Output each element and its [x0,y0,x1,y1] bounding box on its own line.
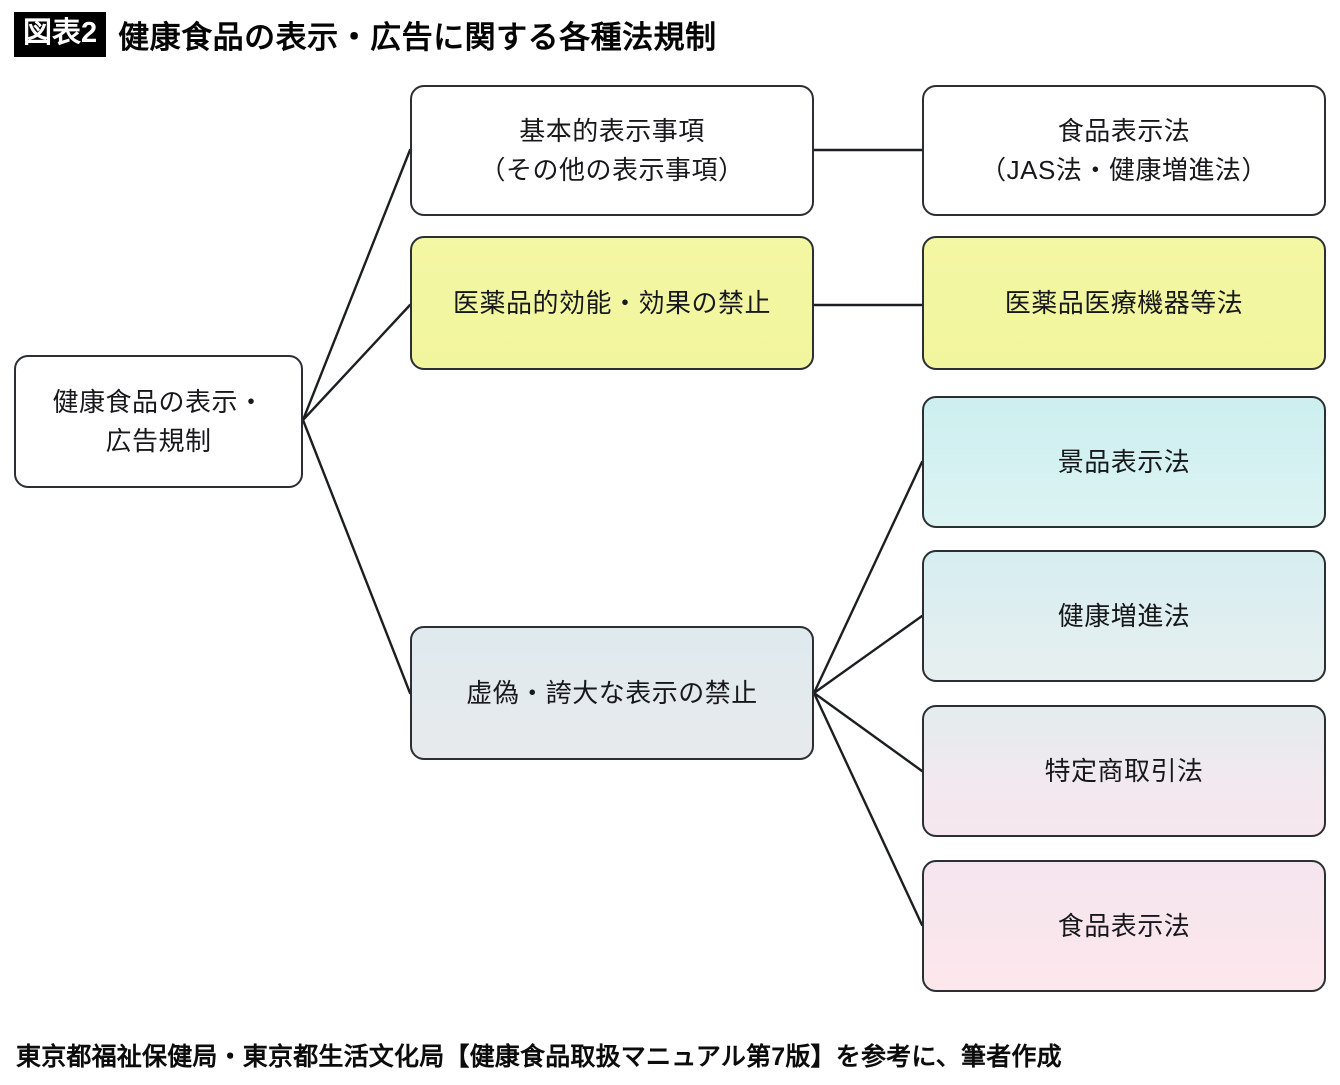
page-title: 図表2 健康食品の表示・広告に関する各種法規制 [14,11,717,57]
edge-root-to-false-exaggerated-ban [301,418,412,695]
edge-root-to-pharma-efficacy-ban [301,303,412,422]
node-pharma-efficacy-ban-label: 医薬品的効能・効果の禁止 [452,287,771,318]
node-health-promotion-act-label: 健康増進法 [1057,600,1191,631]
node-premiums-labeling-act-label: 景品表示法 [1057,446,1191,477]
edge-false-to-specified-commercial-transactions-act [812,691,924,773]
node-false-exaggerated-ban-label: 虚偽・誇大な表示の禁止 [466,677,758,708]
source-note: 東京都福祉保健局・東京都生活文化局【健康食品取扱マニュアル第7版】を参考に、筆者… [16,1043,1062,1071]
node-root-label-line2: 広告規制 [105,425,212,456]
edge-false-to-food-labeling-act-bottom [812,691,924,927]
node-basic-display-items-label-line1: 基本的表示事項 [519,116,705,147]
node-specified-commercial-transactions-act[interactable]: 特定商取引法 [922,705,1326,837]
node-food-labeling-act-top-label-line1: 食品表示法 [1057,116,1191,147]
node-root[interactable]: 健康食品の表示・ 広告規制 [14,355,303,488]
node-false-exaggerated-ban[interactable]: 虚偽・誇大な表示の禁止 [410,626,814,760]
node-pharmaceutical-device-act-label: 医薬品医療機器等法 [1004,287,1244,318]
node-basic-display-items-label-line2: （その他の表示事項） [479,154,745,185]
node-basic-display-items[interactable]: 基本的表示事項 （その他の表示事項） [410,85,814,216]
node-root-label-line1: 健康食品の表示・ [52,387,265,418]
node-food-labeling-act-top[interactable]: 食品表示法 （JAS法・健康増進法） [922,85,1326,216]
node-pharmaceutical-device-act[interactable]: 医薬品医療機器等法 [922,236,1326,370]
node-pharma-efficacy-ban[interactable]: 医薬品的効能・効果の禁止 [410,236,814,370]
node-health-promotion-act[interactable]: 健康増進法 [922,550,1326,682]
edge-false-to-health-promotion-act [812,614,924,695]
edge-root-to-basic-display-items [301,148,412,422]
node-premiums-labeling-act[interactable]: 景品表示法 [922,396,1326,528]
figure-number-badge: 図表2 [14,11,107,57]
page-title-text: 健康食品の表示・広告に関する各種法規制 [118,19,717,55]
node-specified-commercial-transactions-act-label: 特定商取引法 [1044,755,1204,786]
edge-false-to-premiums-labeling-act [812,460,924,695]
node-food-labeling-act-bottom-label: 食品表示法 [1057,910,1191,941]
node-food-labeling-act-bottom[interactable]: 食品表示法 [922,860,1326,992]
node-food-labeling-act-top-label-line2: （JAS法・健康増進法） [980,154,1268,185]
